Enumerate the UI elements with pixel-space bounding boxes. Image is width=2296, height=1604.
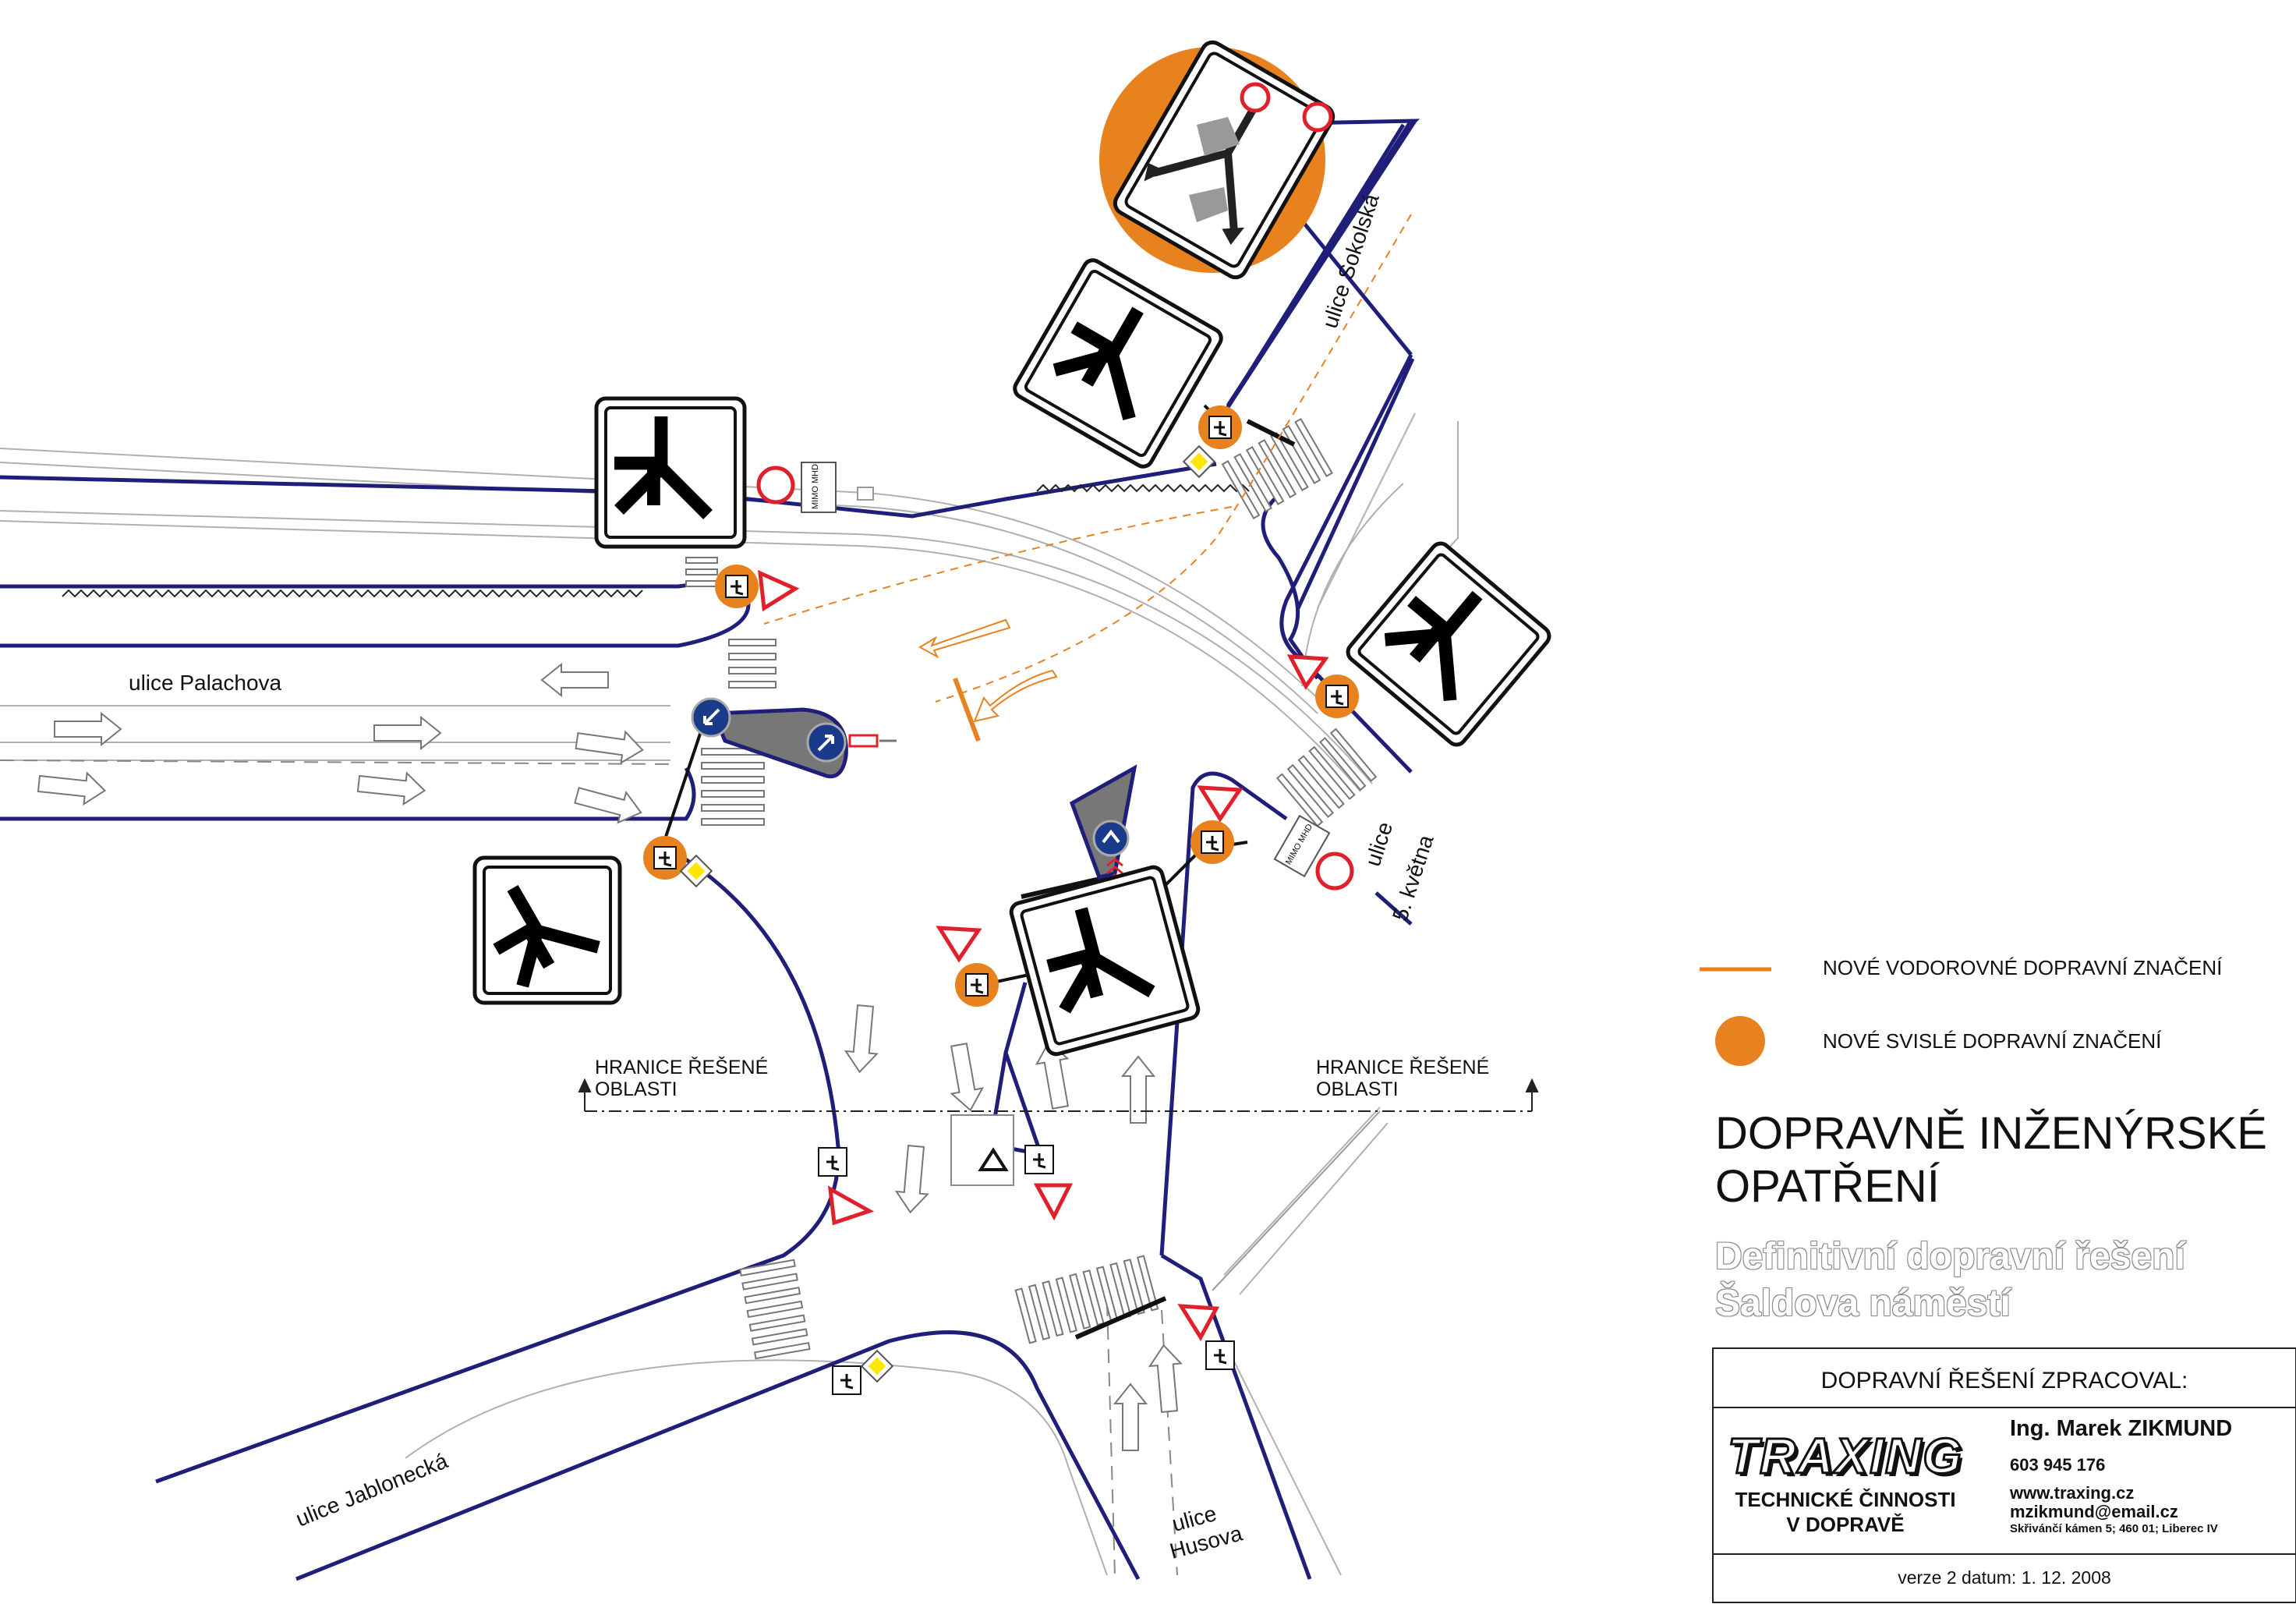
mimo-mhd-label-1: MIMO MHD [811, 463, 820, 510]
priority-signs [679, 444, 1216, 1383]
engineer-phone: 603 945 176 [2010, 1455, 2106, 1475]
boundary-leader [1212, 1110, 1381, 1291]
crosswalk-sokolska [1221, 417, 1333, 520]
engineer-address: Skřivánčí kámen 5; 460 01; Liberec IV [2010, 1522, 2218, 1535]
keep-right-sign [806, 722, 847, 763]
highlighted-lane-sign [1099, 40, 1336, 280]
mimo-mhd-plate-2 [1273, 814, 1331, 878]
keep-left-sign [691, 697, 731, 738]
legend-vertical-label: NOVÉ SVISLÉ DOPRAVNÍ ZNAČENÍ [1823, 1029, 2162, 1053]
sokolska-curbs [1226, 123, 1413, 407]
boundary-label-right-1: HRANICE ŘEŠENÉ [1316, 1057, 1490, 1078]
lane-sign-5kvetna [1346, 541, 1551, 747]
bus-shape-icon [1189, 187, 1228, 222]
lane-dashes [0, 760, 1178, 1576]
yield-triangle-black [978, 1147, 1009, 1171]
company-line-2: V DOPRAVĚ [1786, 1513, 1905, 1536]
boundary-label-left-1: HRANICE ŘEŠENÉ [595, 1057, 769, 1078]
legend-marker-circle [1715, 1016, 1765, 1066]
boundary-label-right-2: OBLASTI [1316, 1078, 1399, 1100]
traffic-island-palachova [710, 707, 848, 779]
boundary-label-left-2: OBLASTI [595, 1078, 677, 1100]
subtitle-line-1: Definitivní dopravní řešení [1715, 1236, 2185, 1277]
no-entry-sign-small [1240, 82, 1271, 113]
no-entry-sign-small [1302, 101, 1333, 133]
crosswalk-palachova-top [685, 557, 718, 587]
lane-sign-sokolska [1013, 258, 1223, 469]
traxing-logo-text: TRAXING [1727, 1427, 1963, 1485]
crosswalk-jablonecka [739, 1259, 811, 1360]
existing-sign-markers [818, 1145, 1235, 1395]
subtitle-line-2: Šaldova náměstí [1715, 1283, 2011, 1324]
yield-signs [758, 569, 1329, 1341]
stop-lines [1021, 419, 1296, 1340]
mimo-mhd-plate-3 [857, 487, 874, 501]
crosswalk-5kvetna [1275, 728, 1378, 827]
boundary-line [578, 1078, 1539, 1112]
mimo-mhd-plate-1 [801, 462, 837, 513]
no-entry-signs [756, 466, 1354, 891]
island-white-box [950, 1114, 1014, 1186]
pass-either-side-sign [1092, 820, 1130, 857]
crosswalk-palachova [701, 639, 777, 826]
zigzag-markings [62, 483, 1250, 598]
engineer-email: mzikmund@email.cz [2010, 1502, 2178, 1521]
bus-shape-icon [1197, 117, 1240, 156]
new-sign-markers [643, 405, 1765, 1066]
crosswalk-husova [1014, 1255, 1159, 1344]
title-line-1: DOPRAVNĚ INŽENÝRSKÉ [1715, 1108, 2267, 1159]
lane-sign-palachova [594, 396, 747, 549]
orange-arrows [918, 618, 1058, 723]
title-line-2: OPATŘENÍ [1715, 1161, 1940, 1212]
legend-horizontal-label: NOVÉ VODOROVNÉ DOPRAVNÍ ZNAČENÍ [1823, 956, 2223, 979]
credits-header: DOPRAVNÍ ŘEŠENÍ ZPRACOVAL: [1820, 1368, 2188, 1393]
lane-sign-jablonecka [474, 855, 622, 1005]
engineer-web: www.traxing.cz [2010, 1483, 2135, 1503]
orange-stop-line [953, 677, 981, 742]
company-line-1: TECHNICKÉ ČINNOSTI [1735, 1488, 1956, 1511]
lane-sign-center [1009, 865, 1201, 1057]
orange-markings [763, 214, 1412, 703]
engineer-name: Ing. Marek ZIKMUND [2010, 1416, 2233, 1441]
version-date: verze 2 datum: 1. 12. 2008 [1898, 1567, 2111, 1588]
credits-box: DOPRAVNÍ ŘEŠENÍ ZPRACOVAL: TRAXING TECHN… [1712, 1347, 2296, 1603]
street-label-palachova: ulice Palachova [129, 671, 282, 695]
traxing-logo: TRAXING [1727, 1424, 1963, 1488]
barrier-palachova [848, 734, 897, 748]
